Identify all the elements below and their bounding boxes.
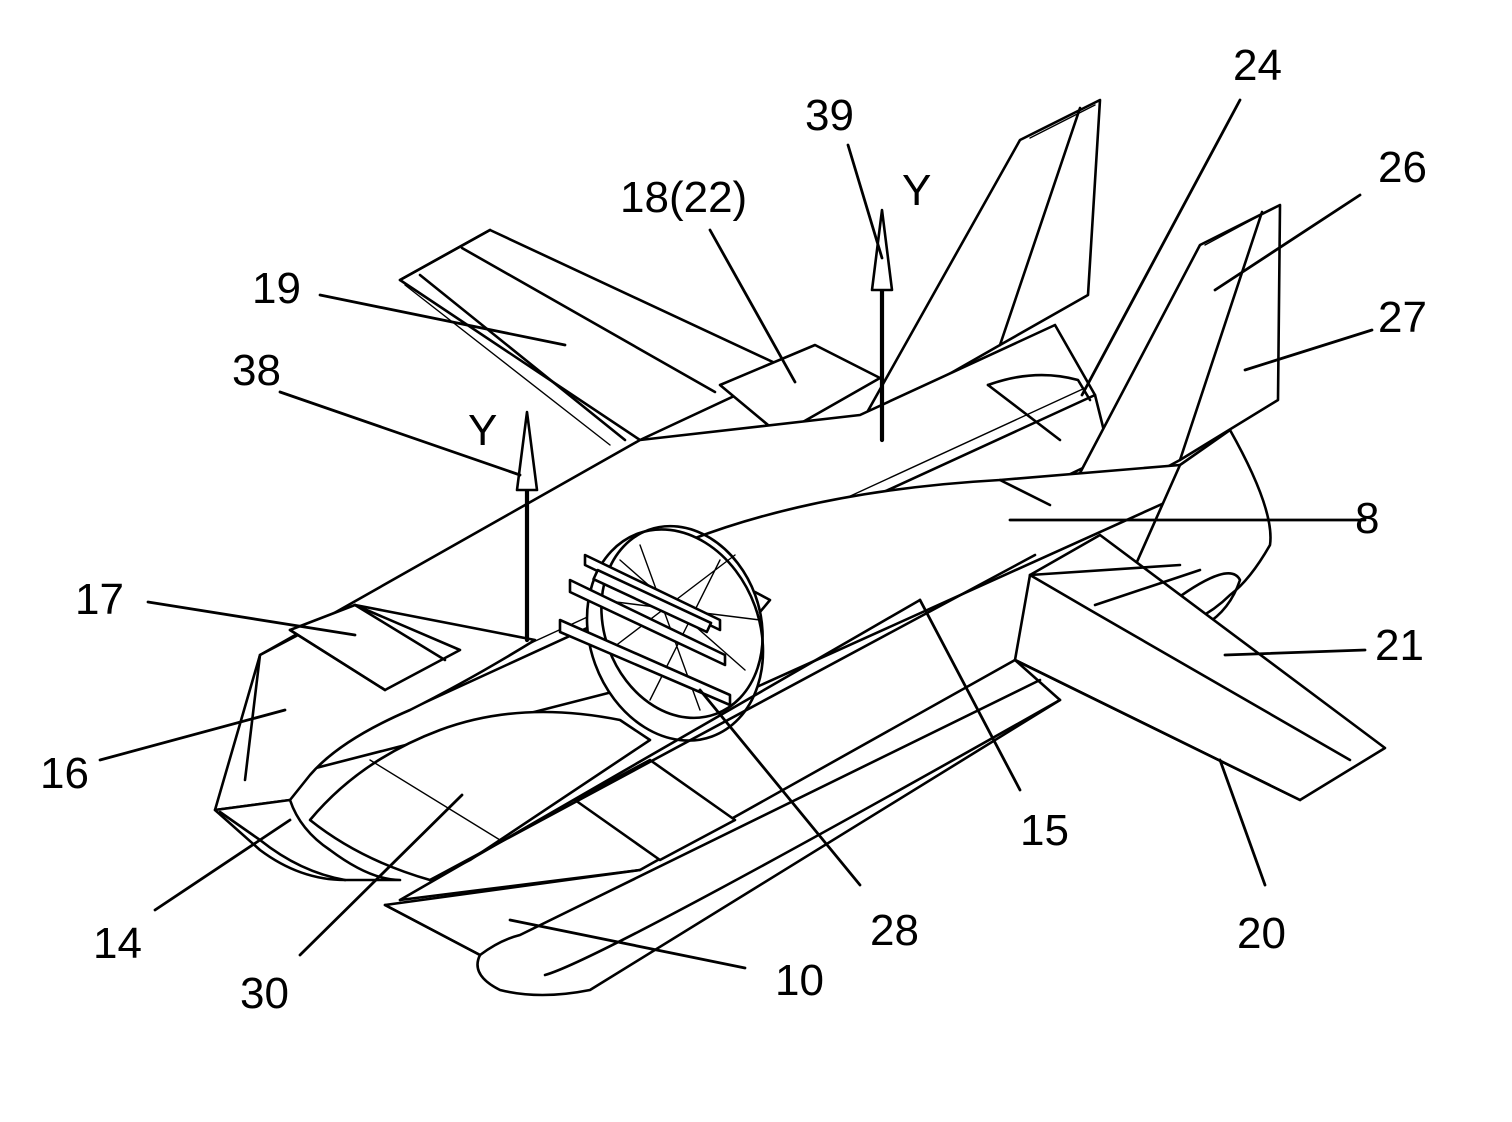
leader-39 <box>848 145 882 258</box>
label-16: 16 <box>40 749 89 798</box>
axis-label-y-left: Y <box>468 406 497 455</box>
axis-label-y-right: Y <box>902 166 931 215</box>
rear-left-wing <box>400 230 790 445</box>
label-19: 19 <box>252 264 301 313</box>
label-18-22: 18(22) <box>620 173 747 222</box>
label-38: 38 <box>232 346 281 395</box>
label-15: 15 <box>1020 806 1069 855</box>
label-30: 30 <box>240 969 289 1018</box>
label-8: 8 <box>1355 494 1379 543</box>
label-26: 26 <box>1378 143 1427 192</box>
label-27: 27 <box>1378 293 1427 342</box>
label-39: 39 <box>805 91 854 140</box>
label-24: 24 <box>1233 41 1282 90</box>
label-28: 28 <box>870 906 919 955</box>
label-21: 21 <box>1375 621 1424 670</box>
label-20: 20 <box>1237 909 1286 958</box>
label-17: 17 <box>75 575 124 624</box>
label-10: 10 <box>775 956 824 1005</box>
label-14: 14 <box>93 919 142 968</box>
leader-14 <box>155 820 290 910</box>
